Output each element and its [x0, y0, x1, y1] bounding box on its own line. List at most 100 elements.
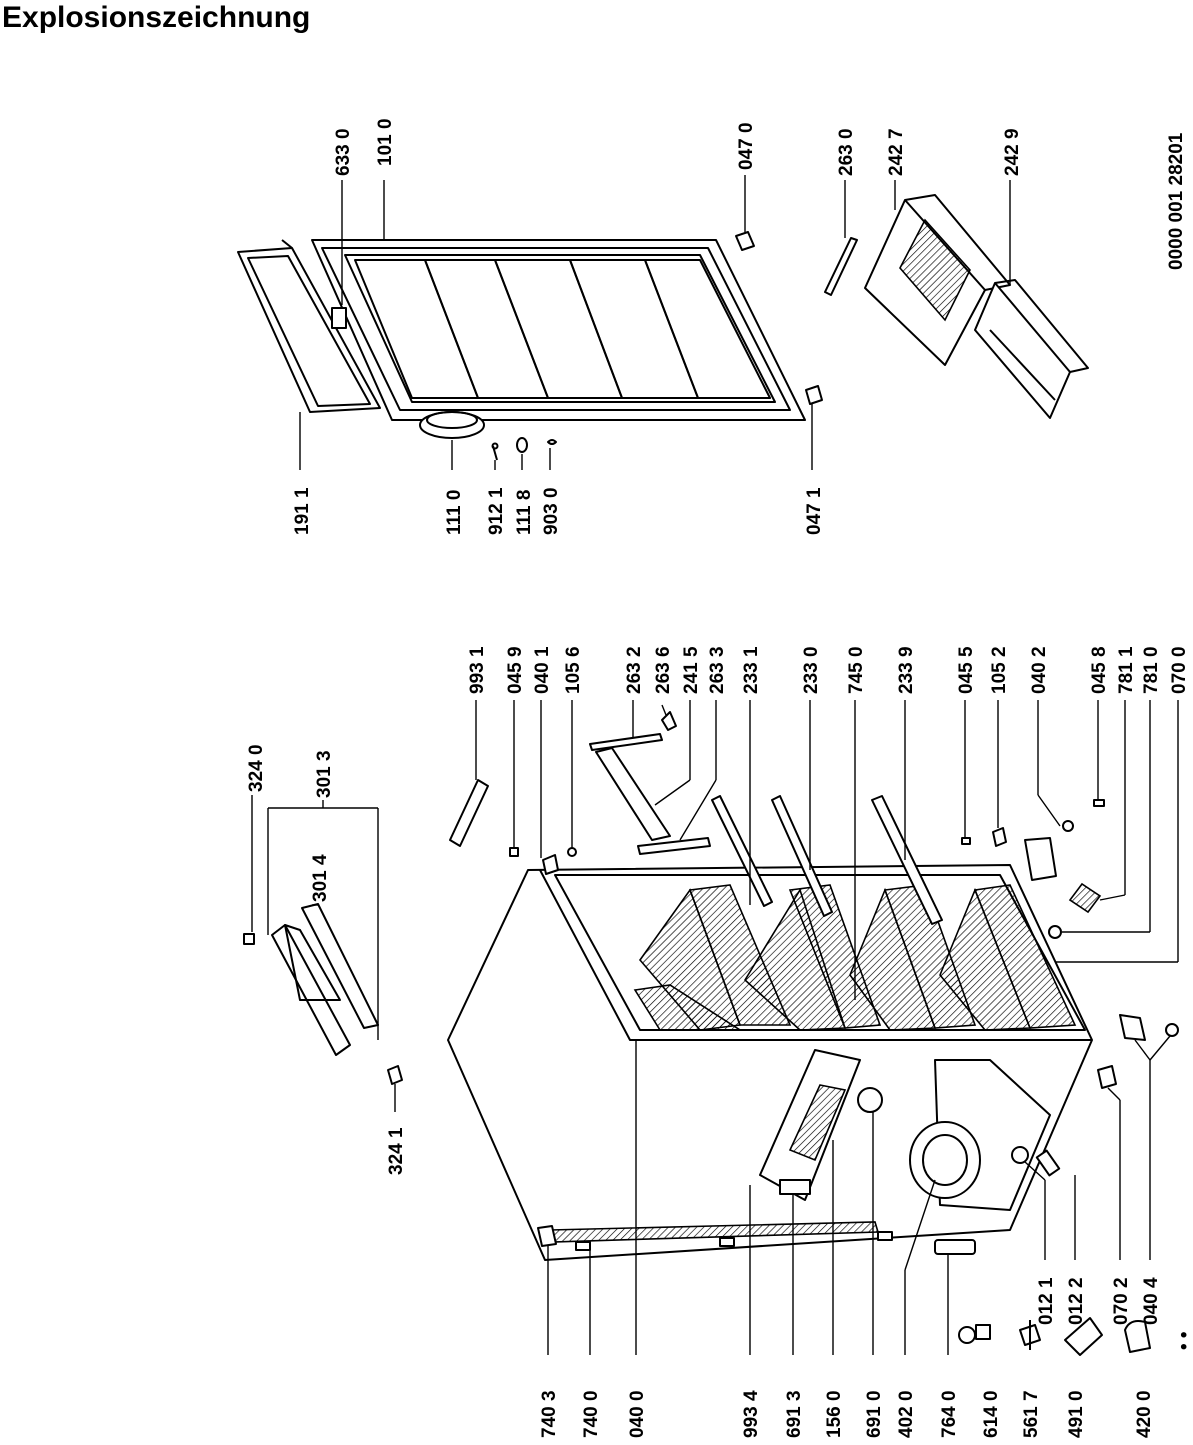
- part-070-2: [1097, 1065, 1117, 1089]
- screw-045-8: [1093, 799, 1105, 807]
- tray-242-9: [974, 282, 1071, 419]
- document-number: 0000 001 28201: [1166, 132, 1187, 270]
- door-assembly: [237, 194, 1089, 461]
- hinge-part-047-0: [735, 231, 755, 251]
- part-040-2: [1024, 837, 1057, 881]
- label-263-0: 263 0: [836, 128, 857, 176]
- cover-241-5: [595, 747, 671, 841]
- label-402-0: 402 0: [896, 1390, 917, 1438]
- label-040-4: 040 4: [1141, 1277, 1162, 1325]
- label-045-8: 045 8: [1089, 646, 1110, 694]
- label-491-0: 491 0: [1066, 1390, 1087, 1438]
- label-993-4: 993 4: [741, 1390, 762, 1438]
- washer-111-8: [516, 437, 528, 453]
- label-242-7: 242 7: [886, 128, 907, 176]
- clip-903-0: [547, 439, 557, 445]
- label-781-1: 781 1: [1116, 646, 1137, 694]
- part-781-1: [1068, 882, 1102, 914]
- label-047-0: 047 0: [736, 122, 757, 170]
- rod-263-0: [824, 237, 858, 296]
- label-040-0: 040 0: [627, 1390, 648, 1438]
- part-labels: 324 0 301 3 301 4 324 1 191 1 633 0 101 …: [246, 118, 1193, 1438]
- rail-263-3: [637, 837, 711, 855]
- label-241-5: 241 5: [681, 646, 702, 694]
- part-012-2: [1035, 1149, 1061, 1177]
- label-263-6: 263 6: [653, 646, 674, 694]
- page-title: Explosionszeichnung: [2, 1, 311, 34]
- part-614-0: [958, 1326, 976, 1344]
- door-panel: [311, 239, 806, 421]
- label-691-0: 691 0: [864, 1390, 885, 1438]
- foot-740-0: [575, 1241, 591, 1251]
- compressor-grommet: [1011, 1146, 1029, 1164]
- label-070-0: 070 0: [1169, 646, 1190, 694]
- label-324-0: 324 0: [246, 744, 267, 792]
- label-047-1: 047 1: [804, 487, 825, 535]
- door-handle-inner: [247, 255, 371, 407]
- label-040-1: 040 1: [532, 646, 553, 694]
- label-301-3: 301 3: [314, 750, 335, 798]
- part-491-0: [1064, 1317, 1103, 1356]
- foot-740-3: [537, 1225, 557, 1247]
- label-242-9: 242 9: [1002, 128, 1023, 176]
- label-111-0: 111 0: [444, 490, 465, 535]
- door-switch-part: [331, 307, 347, 329]
- label-301-4: 301 4: [310, 854, 331, 902]
- part-420-0: [1124, 1320, 1151, 1353]
- part-324-1: [387, 1065, 403, 1085]
- label-156-0: 156 0: [824, 1390, 845, 1438]
- cabinet-front-frame: [554, 874, 1086, 1031]
- hinge-part-047-1: [805, 385, 823, 405]
- label-740-0: 740 0: [581, 1390, 602, 1438]
- part-105-6: [567, 847, 577, 857]
- compressor: [909, 1121, 981, 1199]
- label-263-3: 263 3: [707, 646, 728, 694]
- label-233-9: 233 9: [896, 646, 917, 694]
- label-045-9: 045 9: [505, 646, 526, 694]
- label-633-0: 633 0: [333, 128, 354, 176]
- label-740-3: 740 3: [539, 1390, 560, 1438]
- accessory-parts: [958, 1317, 1151, 1356]
- leader-lines: [251, 175, 1179, 1355]
- part-781-0: [1048, 925, 1062, 939]
- part-105-2: [992, 827, 1007, 847]
- rail-233-0: [771, 795, 833, 917]
- label-111-8: 111 8: [514, 490, 535, 535]
- label-745-0: 745 0: [846, 646, 867, 694]
- rail-233-1: [711, 795, 773, 907]
- label-191-1: 191 1: [292, 487, 313, 535]
- handle-993-1: [449, 779, 489, 847]
- part-263-6: [661, 711, 677, 731]
- part-764-0: [934, 1239, 976, 1255]
- label-105-6: 105 6: [563, 646, 584, 694]
- part-691-3: [779, 1179, 811, 1195]
- rail-263-2: [589, 733, 663, 751]
- label-764-0: 764 0: [939, 1390, 960, 1438]
- label-263-2: 263 2: [624, 646, 645, 694]
- label-105-2: 105 2: [989, 646, 1010, 694]
- label-012-1: 012 1: [1036, 1277, 1057, 1325]
- door-shelf-5: [644, 259, 771, 399]
- cabinet-body: [447, 711, 1179, 1261]
- screw-045-9: [509, 847, 519, 857]
- label-045-5: 045 5: [956, 646, 977, 694]
- label-101-0: 101 0: [375, 118, 396, 166]
- label-614-0: 614 0: [981, 1390, 1002, 1438]
- label-233-1: 233 1: [741, 646, 762, 694]
- label-993-1: 993 1: [467, 646, 488, 694]
- label-691-3: 691 3: [784, 1390, 805, 1438]
- screw-045-5: [961, 837, 971, 845]
- door-gasket: [321, 247, 791, 411]
- door-inner-liner: [344, 254, 776, 403]
- label-233-0: 233 0: [801, 646, 822, 694]
- continuation-dots: • •: [1174, 1331, 1193, 1350]
- label-912-1: 912 1: [486, 487, 507, 535]
- part-324-0: [243, 933, 255, 945]
- label-040-2: 040 2: [1029, 646, 1050, 694]
- part-040-1: [542, 854, 559, 875]
- label-781-0: 781 0: [1141, 646, 1162, 694]
- label-070-2: 070 2: [1111, 1277, 1132, 1325]
- label-561-7: 561 7: [1021, 1390, 1042, 1438]
- label-012-2: 012 2: [1066, 1277, 1087, 1325]
